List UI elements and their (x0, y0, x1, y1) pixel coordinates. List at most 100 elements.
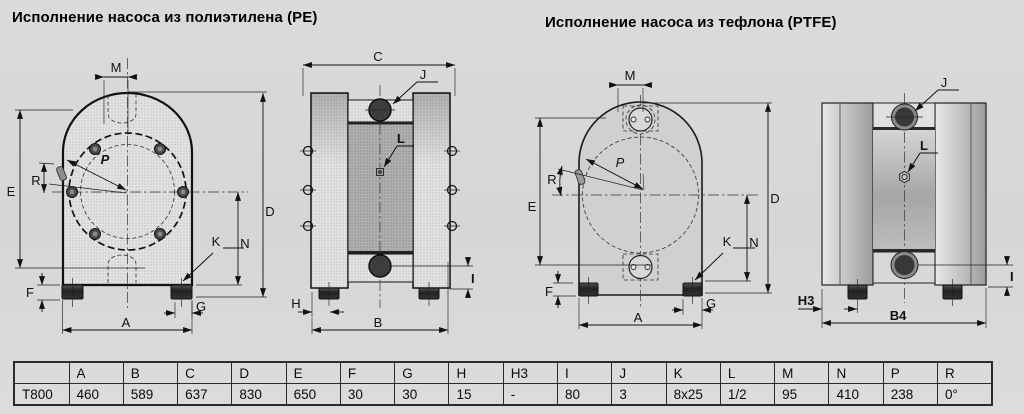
model-cell: T800 (13, 383, 70, 406)
table-cell: 637 (177, 383, 233, 406)
dim-i-pe: I (391, 257, 475, 298)
dim-label-r: R (547, 172, 556, 187)
table-header-cell: M (774, 361, 830, 384)
ptfe-front-view-drawing: M E D N A (528, 68, 780, 329)
table-cell: 8x25 (665, 383, 721, 406)
table-cell: 3 (611, 383, 667, 406)
table-value-row: T800 460 589 637 830 650 30 30 15 - 80 3… (13, 383, 993, 406)
dim-e-ptfe: E (528, 117, 652, 266)
table-header-cell: E (285, 361, 341, 384)
pe-front-view-drawing: M E D N A (7, 58, 275, 334)
dim-h3-ptfe: H3 (798, 289, 858, 314)
dim-label-l: L (397, 131, 405, 146)
side-clamp-bolts (300, 145, 460, 232)
ptfe-center-fitting (899, 170, 910, 184)
table-cell: 80 (557, 383, 613, 406)
ptfe-top-port (622, 104, 659, 135)
table-cell: 15 (448, 383, 504, 406)
dim-label-g: G (706, 296, 716, 311)
ptfe-bottom-port (622, 253, 659, 281)
pe-side-view-drawing: C J L H B (291, 49, 475, 334)
table-header-cell: K (665, 361, 721, 384)
dim-d-pe: D (128, 91, 275, 298)
table-header-row: A B C D E F G H H3 I J K L M N P R (13, 361, 993, 384)
dim-label-e: E (7, 184, 16, 199)
table-header-cell: H (448, 361, 504, 384)
title-ptfe-pump: Исполнение насоса из тефлона (PTFE) (545, 14, 837, 31)
table-cell: 95 (774, 383, 830, 406)
table-cell: 830 (231, 383, 287, 406)
dim-label-a: A (122, 315, 131, 330)
table-header-cell: J (611, 361, 667, 384)
table-cell: 0° (937, 383, 993, 406)
dim-label-l: L (920, 138, 928, 153)
air-exhaust-muffler-icon (574, 169, 586, 185)
table-header-cell: C (177, 361, 233, 384)
dim-label-b: B (374, 315, 383, 330)
dim-b-pe: B (311, 262, 449, 334)
dim-label-n: N (749, 235, 758, 250)
air-exhaust-muffler-icon (56, 166, 67, 181)
dim-c-pe: C (302, 49, 456, 96)
dim-label-h: H (291, 296, 300, 311)
table-cell: 1/2 (719, 383, 776, 406)
table-cell: - (502, 383, 559, 406)
dim-a-ptfe: A (578, 298, 703, 329)
dim-label-k: K (212, 234, 221, 249)
dim-g-pe: G (164, 299, 206, 318)
dim-g-ptfe: G (672, 296, 716, 315)
dim-label-a: A (634, 310, 643, 325)
dim-d-ptfe: D (643, 102, 780, 294)
dim-f-ptfe: F (545, 271, 576, 308)
dim-label-d: D (265, 204, 274, 219)
table-cell: 30 (339, 383, 396, 406)
dim-i-ptfe: I (918, 256, 1014, 296)
dim-label-f: F (545, 284, 553, 299)
dim-label-n: N (240, 236, 249, 251)
table-corner-cell (13, 361, 70, 384)
dim-label-b4: B4 (890, 308, 907, 323)
dim-m-ptfe: M (609, 68, 652, 112)
dim-j-pe: J (392, 67, 438, 105)
dim-n-pe: N (196, 191, 250, 286)
dim-k-ptfe: K (694, 234, 755, 281)
dim-n-ptfe: N (705, 194, 759, 282)
table-cell: 238 (882, 383, 939, 406)
dim-l-ptfe: L (907, 138, 938, 173)
table-header-cell: B (122, 361, 179, 384)
dim-label-r: R (31, 173, 40, 188)
dim-m-pe: M (95, 60, 137, 135)
ptfe-side-view-drawing: J L H3 B4 I (798, 75, 1014, 328)
table-header-cell: H3 (502, 361, 559, 384)
dim-b4-ptfe: B4 (821, 288, 987, 328)
dim-label-m: M (625, 68, 636, 83)
table-header-cell: D (231, 361, 287, 384)
dim-label-m: M (111, 60, 122, 75)
dim-r-pe: R (31, 162, 55, 194)
dimensions-table: A B C D E F G H H3 I J K L M N P R T800 … (13, 361, 993, 406)
dim-label-k: K (723, 234, 732, 249)
dim-a-pe: A (62, 300, 193, 334)
table-cell: 589 (122, 383, 179, 406)
dim-f-pe: F (26, 273, 60, 312)
table-header-cell: P (882, 361, 939, 384)
dim-label-p: P (101, 152, 110, 167)
table-header-cell: I (557, 361, 613, 384)
dim-l-pe: L (383, 131, 414, 168)
table-header-cell: F (339, 361, 396, 384)
dim-e-pe: E (7, 109, 145, 269)
dim-label-j: J (941, 75, 948, 90)
dim-r-ptfe: R (547, 165, 563, 197)
table-cell: 650 (285, 383, 341, 406)
dim-label-p: P (616, 155, 625, 170)
dim-j-ptfe: J (914, 75, 959, 112)
table-header-cell: N (828, 361, 884, 384)
dim-k-pe: K (182, 234, 244, 282)
table-header-cell: L (719, 361, 776, 384)
clamp-bolts (66, 143, 189, 240)
dim-label-g: G (196, 299, 206, 314)
dim-label-d: D (770, 191, 779, 206)
dim-label-f: F (26, 285, 34, 300)
dim-label-h3: H3 (798, 293, 815, 308)
